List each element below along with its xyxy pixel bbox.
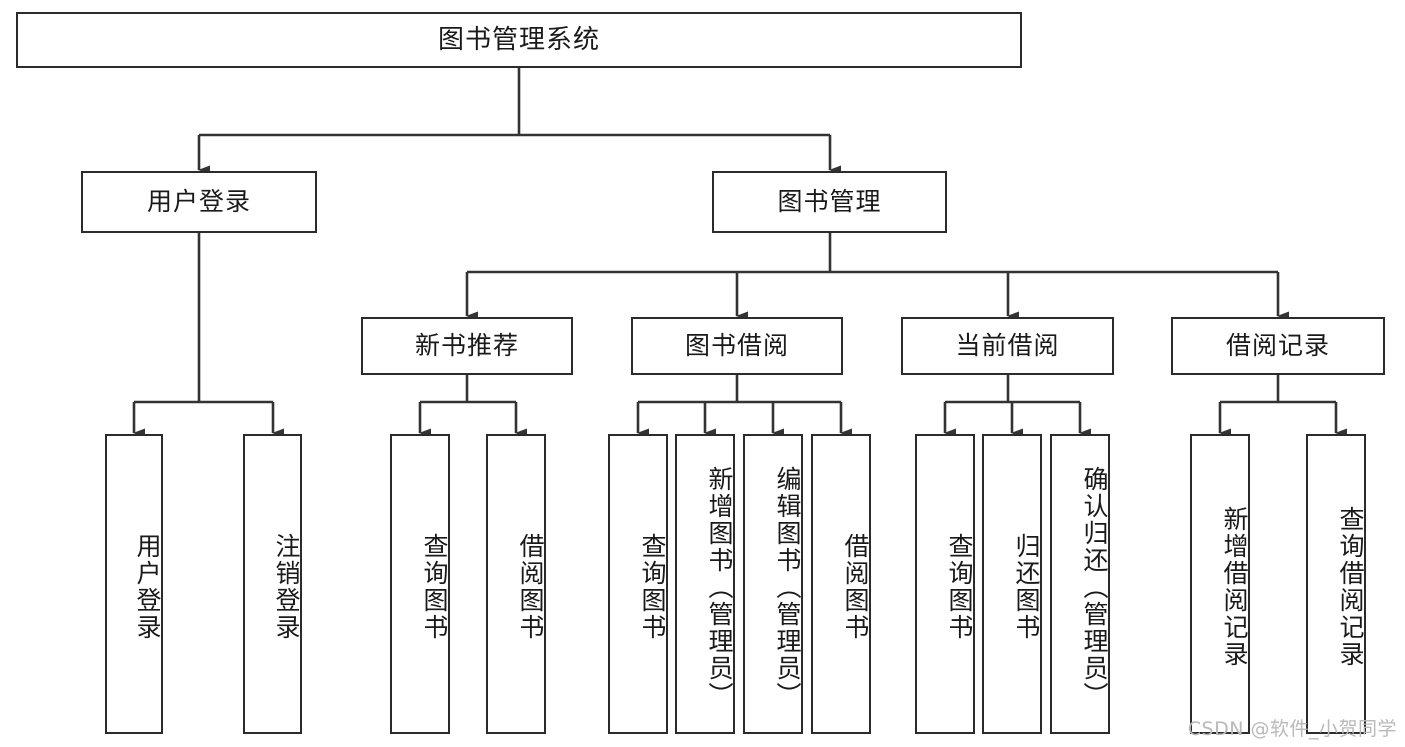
node-user-login[interactable]: 用户登录 (81, 171, 317, 233)
node-book-manage[interactable]: 图书管理 (712, 171, 947, 233)
node-leaf-borrow-book-1[interactable]: 借阅图书 (486, 434, 546, 734)
node-leaf-borrow-book-2[interactable]: 借阅图书 (811, 434, 871, 734)
node-leaf-confirm-return[interactable]: 确认归还（管理员） (1050, 434, 1110, 734)
node-root[interactable]: 图书管理系统 (16, 12, 1022, 68)
leaf-label: 用户登录 (133, 533, 162, 641)
node-book-borrow[interactable]: 图书借阅 (631, 317, 843, 375)
node-new-book-recommend[interactable]: 新书推荐 (361, 317, 573, 375)
node-leaf-query-record[interactable]: 查询借阅记录 (1306, 434, 1366, 734)
leaf-label: 新增借阅记录 (1220, 506, 1249, 668)
leaf-label: 查询图书 (420, 533, 449, 641)
leaf-label: 查询图书 (945, 533, 974, 641)
node-leaf-add-record[interactable]: 新增借阅记录 (1190, 434, 1250, 734)
node-leaf-query-book-3[interactable]: 查询图书 (915, 434, 975, 734)
node-borrow-record[interactable]: 借阅记录 (1171, 317, 1385, 375)
leaf-label: 编辑图书（管理员） (773, 465, 802, 709)
node-leaf-query-book-1[interactable]: 查询图书 (390, 434, 450, 734)
node-current-borrow[interactable]: 当前借阅 (901, 317, 1114, 375)
leaf-label: 注销登录 (272, 533, 301, 641)
node-leaf-return-book[interactable]: 归还图书 (982, 434, 1042, 734)
node-leaf-user-login[interactable]: 用户登录 (105, 434, 163, 734)
leaf-label: 新增图书（管理员） (705, 465, 734, 709)
leaf-label: 借阅图书 (516, 533, 545, 641)
node-leaf-logout[interactable]: 注销登录 (243, 434, 302, 734)
leaf-label: 查询借阅记录 (1336, 506, 1365, 668)
leaf-label: 查询图书 (638, 533, 667, 641)
node-leaf-add-book[interactable]: 新增图书（管理员） (675, 434, 735, 734)
watermark: CSDN @软件_小贺同学 (1187, 718, 1397, 740)
node-leaf-query-book-2[interactable]: 查询图书 (608, 434, 668, 734)
leaf-label: 借阅图书 (841, 533, 870, 641)
node-leaf-edit-book[interactable]: 编辑图书（管理员） (743, 434, 803, 734)
leaf-label: 归还图书 (1012, 533, 1041, 641)
leaf-label: 确认归还（管理员） (1080, 465, 1109, 709)
